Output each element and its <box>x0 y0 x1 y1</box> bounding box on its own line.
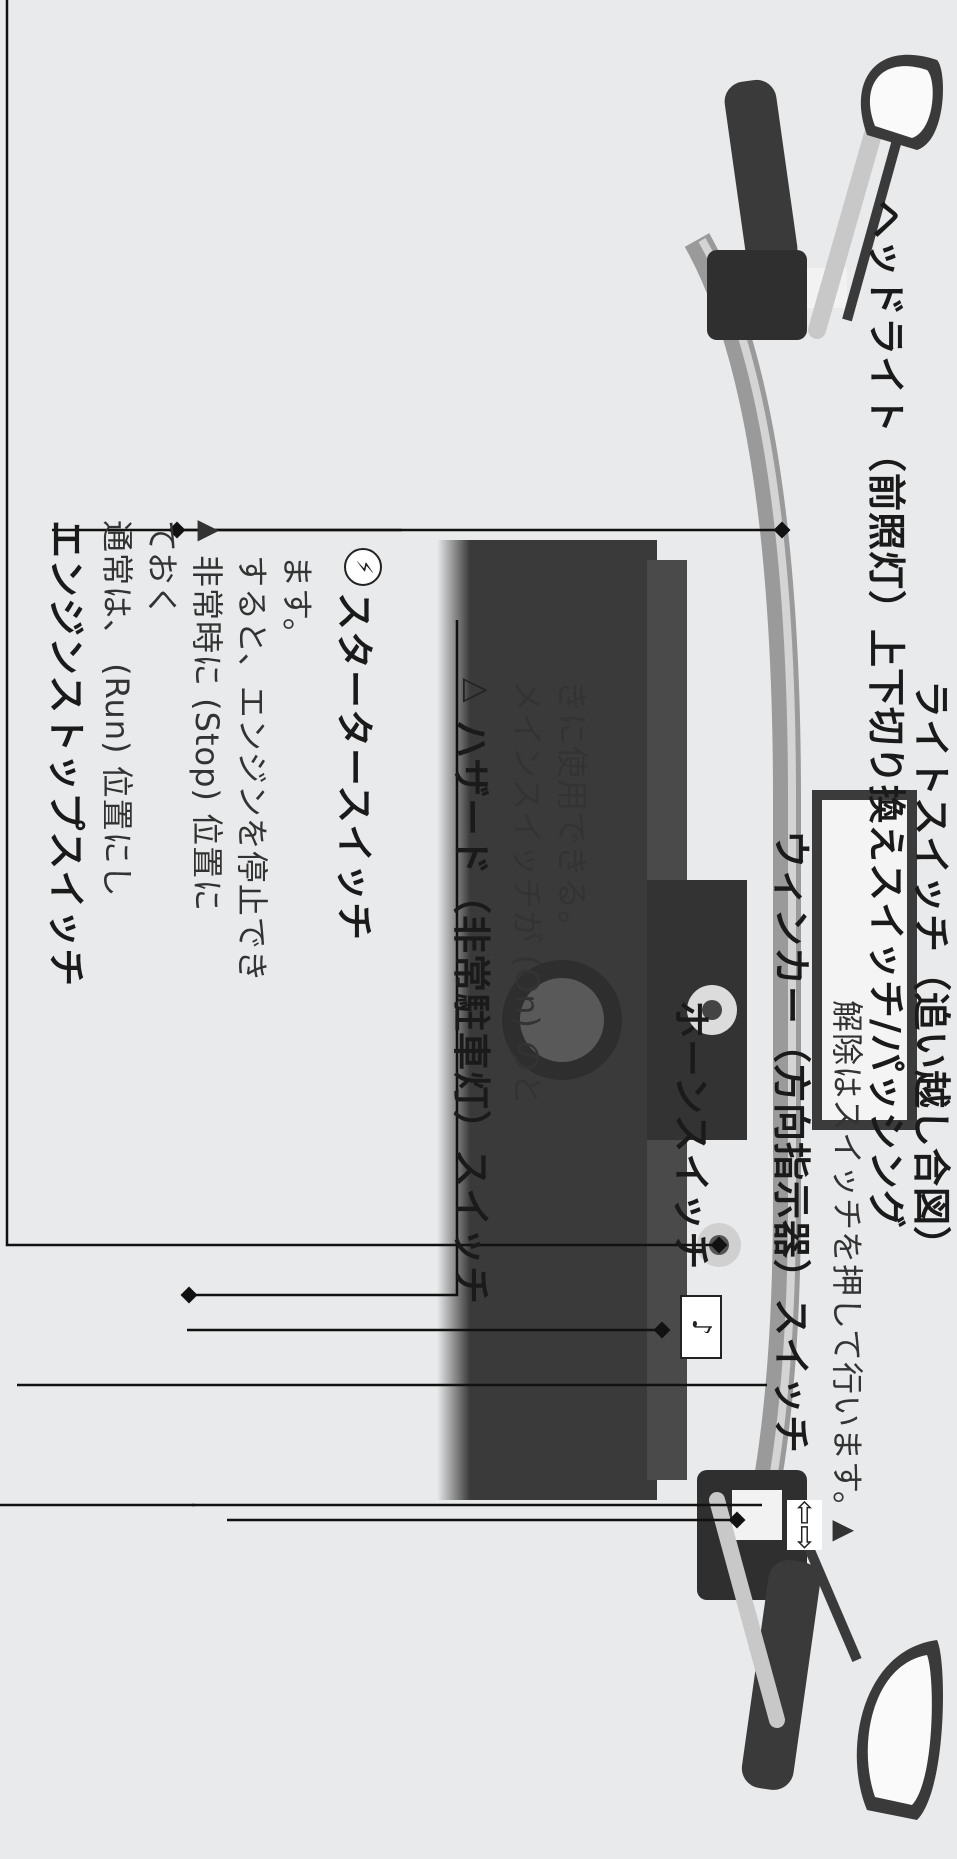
engine-stop-title: エンジンストップスイッチ <box>44 520 88 988</box>
hazard-line-2: きに使用できる。 <box>553 680 591 944</box>
engine-stop-note-1: 非常時に (Stop) 位置に <box>188 555 226 913</box>
note-triangle-icon: ▲ <box>194 520 227 542</box>
hazard-title: ハザード（非常駐車灯）スイッチ <box>449 720 493 1306</box>
leader-hazard <box>189 620 459 1297</box>
hazard-icon: △ <box>459 678 497 703</box>
engine-stop-note-2: すると、エンジンを停止でき <box>233 555 271 983</box>
brake-lever <box>808 111 886 339</box>
starter-title: スタータースイッチ <box>332 592 376 942</box>
horn-icon: ♪ <box>680 1295 722 1359</box>
engine-stop-line-2: ておく <box>143 520 181 619</box>
starter-icon: ⚡ <box>344 548 382 586</box>
left-switch-housing <box>697 1470 821 1790</box>
engine-stop-line-1: 通常は、 (Run) 位置にし <box>98 520 136 898</box>
leader-engine-stop <box>5 0 719 1247</box>
instrument-panel <box>812 790 917 1130</box>
leader-lines <box>0 0 782 1522</box>
clutch-lever <box>709 1492 785 1728</box>
winker-icon: ⇦⇨ <box>787 1500 822 1551</box>
winker-title: ウィンカー（方向指示器）スイッチ <box>769 830 813 1455</box>
hazard-line-1: メインスイッチが (On) のと <box>508 680 546 1107</box>
left-mirror <box>792 1518 943 1820</box>
engine-stop-note-3: ます。 <box>278 555 316 651</box>
headlight-title-line-2: ライトスイッチ（追い越し合図） <box>909 680 953 1266</box>
right-mirror <box>842 54 943 322</box>
leader-dots <box>168 521 791 1529</box>
fuel-tank <box>437 540 747 1500</box>
horn-title: ホーンスイッチ <box>669 1000 713 1271</box>
